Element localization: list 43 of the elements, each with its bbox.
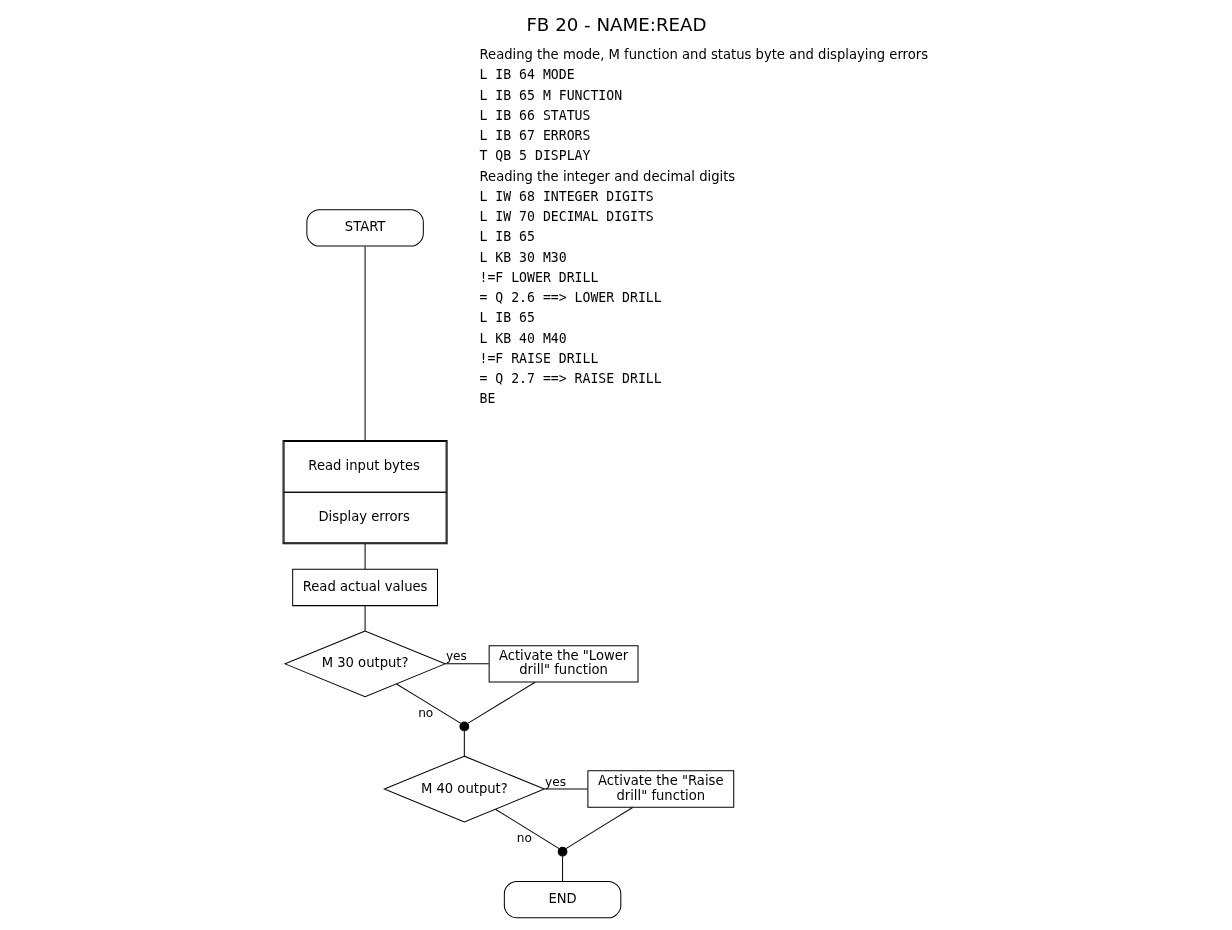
label: L IB 64 MODE bbox=[479, 67, 575, 83]
node-box: Read actual values bbox=[291, 568, 438, 607]
connector bbox=[466, 681, 536, 724]
node-diamond: M 40 output? bbox=[382, 755, 546, 823]
label: Reading the mode, M function and status byte and displaying errors bbox=[479, 47, 928, 63]
label: L IB 66 STATUS bbox=[479, 107, 590, 123]
label: = Q 2.6 ==> LOWER DRILL bbox=[479, 290, 662, 306]
edge-label: no bbox=[516, 830, 532, 845]
node-box: Activate the "Raise drill" function bbox=[586, 770, 734, 808]
connector bbox=[543, 788, 588, 790]
label: L IW 70 DECIMAL DIGITS bbox=[479, 209, 654, 225]
label: T QB 5 DISPLAY bbox=[479, 148, 590, 164]
connector bbox=[494, 808, 560, 850]
edge-label: yes bbox=[445, 649, 467, 664]
edge-label: no bbox=[417, 705, 433, 720]
connector bbox=[463, 730, 465, 757]
node-circle bbox=[458, 721, 469, 732]
connector bbox=[444, 663, 489, 665]
node-box: START bbox=[305, 209, 424, 247]
connector bbox=[564, 806, 633, 850]
label: BE bbox=[479, 391, 495, 407]
connector bbox=[561, 855, 563, 882]
label: L IW 68 INTEGER DIGITS bbox=[479, 188, 654, 204]
label: L IB 65 M FUNCTION bbox=[479, 87, 622, 103]
node-circle bbox=[557, 846, 567, 857]
edge-label: yes bbox=[544, 774, 566, 789]
node-box: END bbox=[503, 880, 621, 919]
label: !=F LOWER DRILL bbox=[479, 269, 598, 285]
label: L KB 30 M30 bbox=[479, 249, 567, 265]
label: = Q 2.7 ==> RAISE DRILL bbox=[479, 371, 662, 387]
node-box: Activate the "Lower drill" function bbox=[488, 645, 639, 683]
label: !=F RAISE DRILL bbox=[479, 350, 598, 366]
label: Reading the integer and decimal digits bbox=[479, 168, 735, 184]
label: L IB 65 bbox=[479, 310, 535, 326]
connector bbox=[364, 543, 366, 570]
connector bbox=[364, 605, 366, 632]
label: L KB 40 M40 bbox=[479, 330, 567, 346]
label: L IB 67 ERRORS bbox=[479, 128, 590, 144]
label: L IB 65 bbox=[479, 229, 535, 245]
connector bbox=[364, 246, 366, 441]
diagram-title: FB 20 - NAME:READ bbox=[525, 13, 707, 35]
connector bbox=[395, 683, 461, 724]
node-diamond: M 30 output? bbox=[283, 630, 446, 698]
